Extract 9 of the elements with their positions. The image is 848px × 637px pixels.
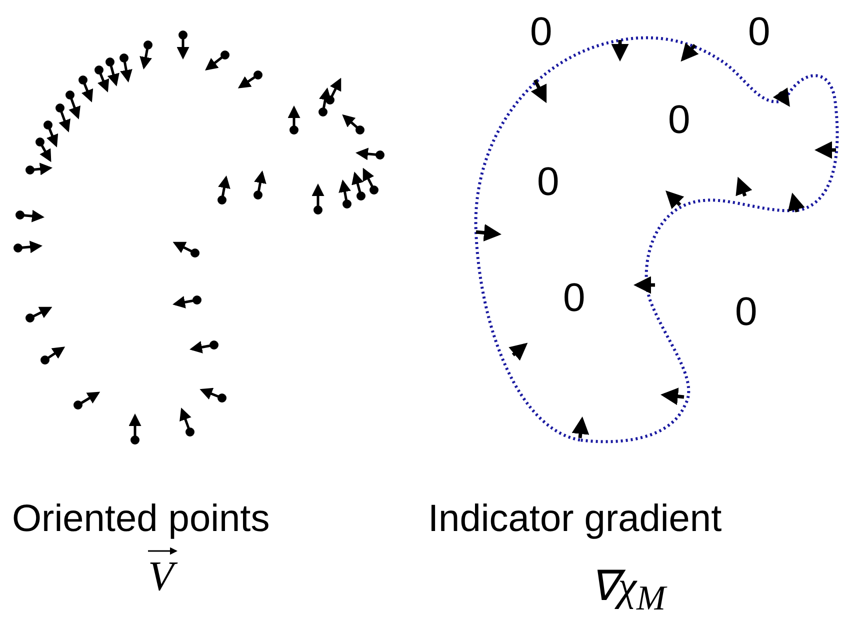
zero-label: 0 [668, 100, 690, 140]
zero-label: 0 [537, 162, 560, 202]
zero-label: 0 [563, 278, 586, 318]
caption: Indicator gradient [428, 500, 722, 538]
math-symbol: ∇χ$_{M}$ [590, 566, 666, 616]
zero-label: 0 [530, 12, 552, 52]
zero-label: 0 [735, 292, 758, 332]
zero-label: 0 [748, 12, 770, 52]
caption: Oriented points [12, 500, 270, 538]
